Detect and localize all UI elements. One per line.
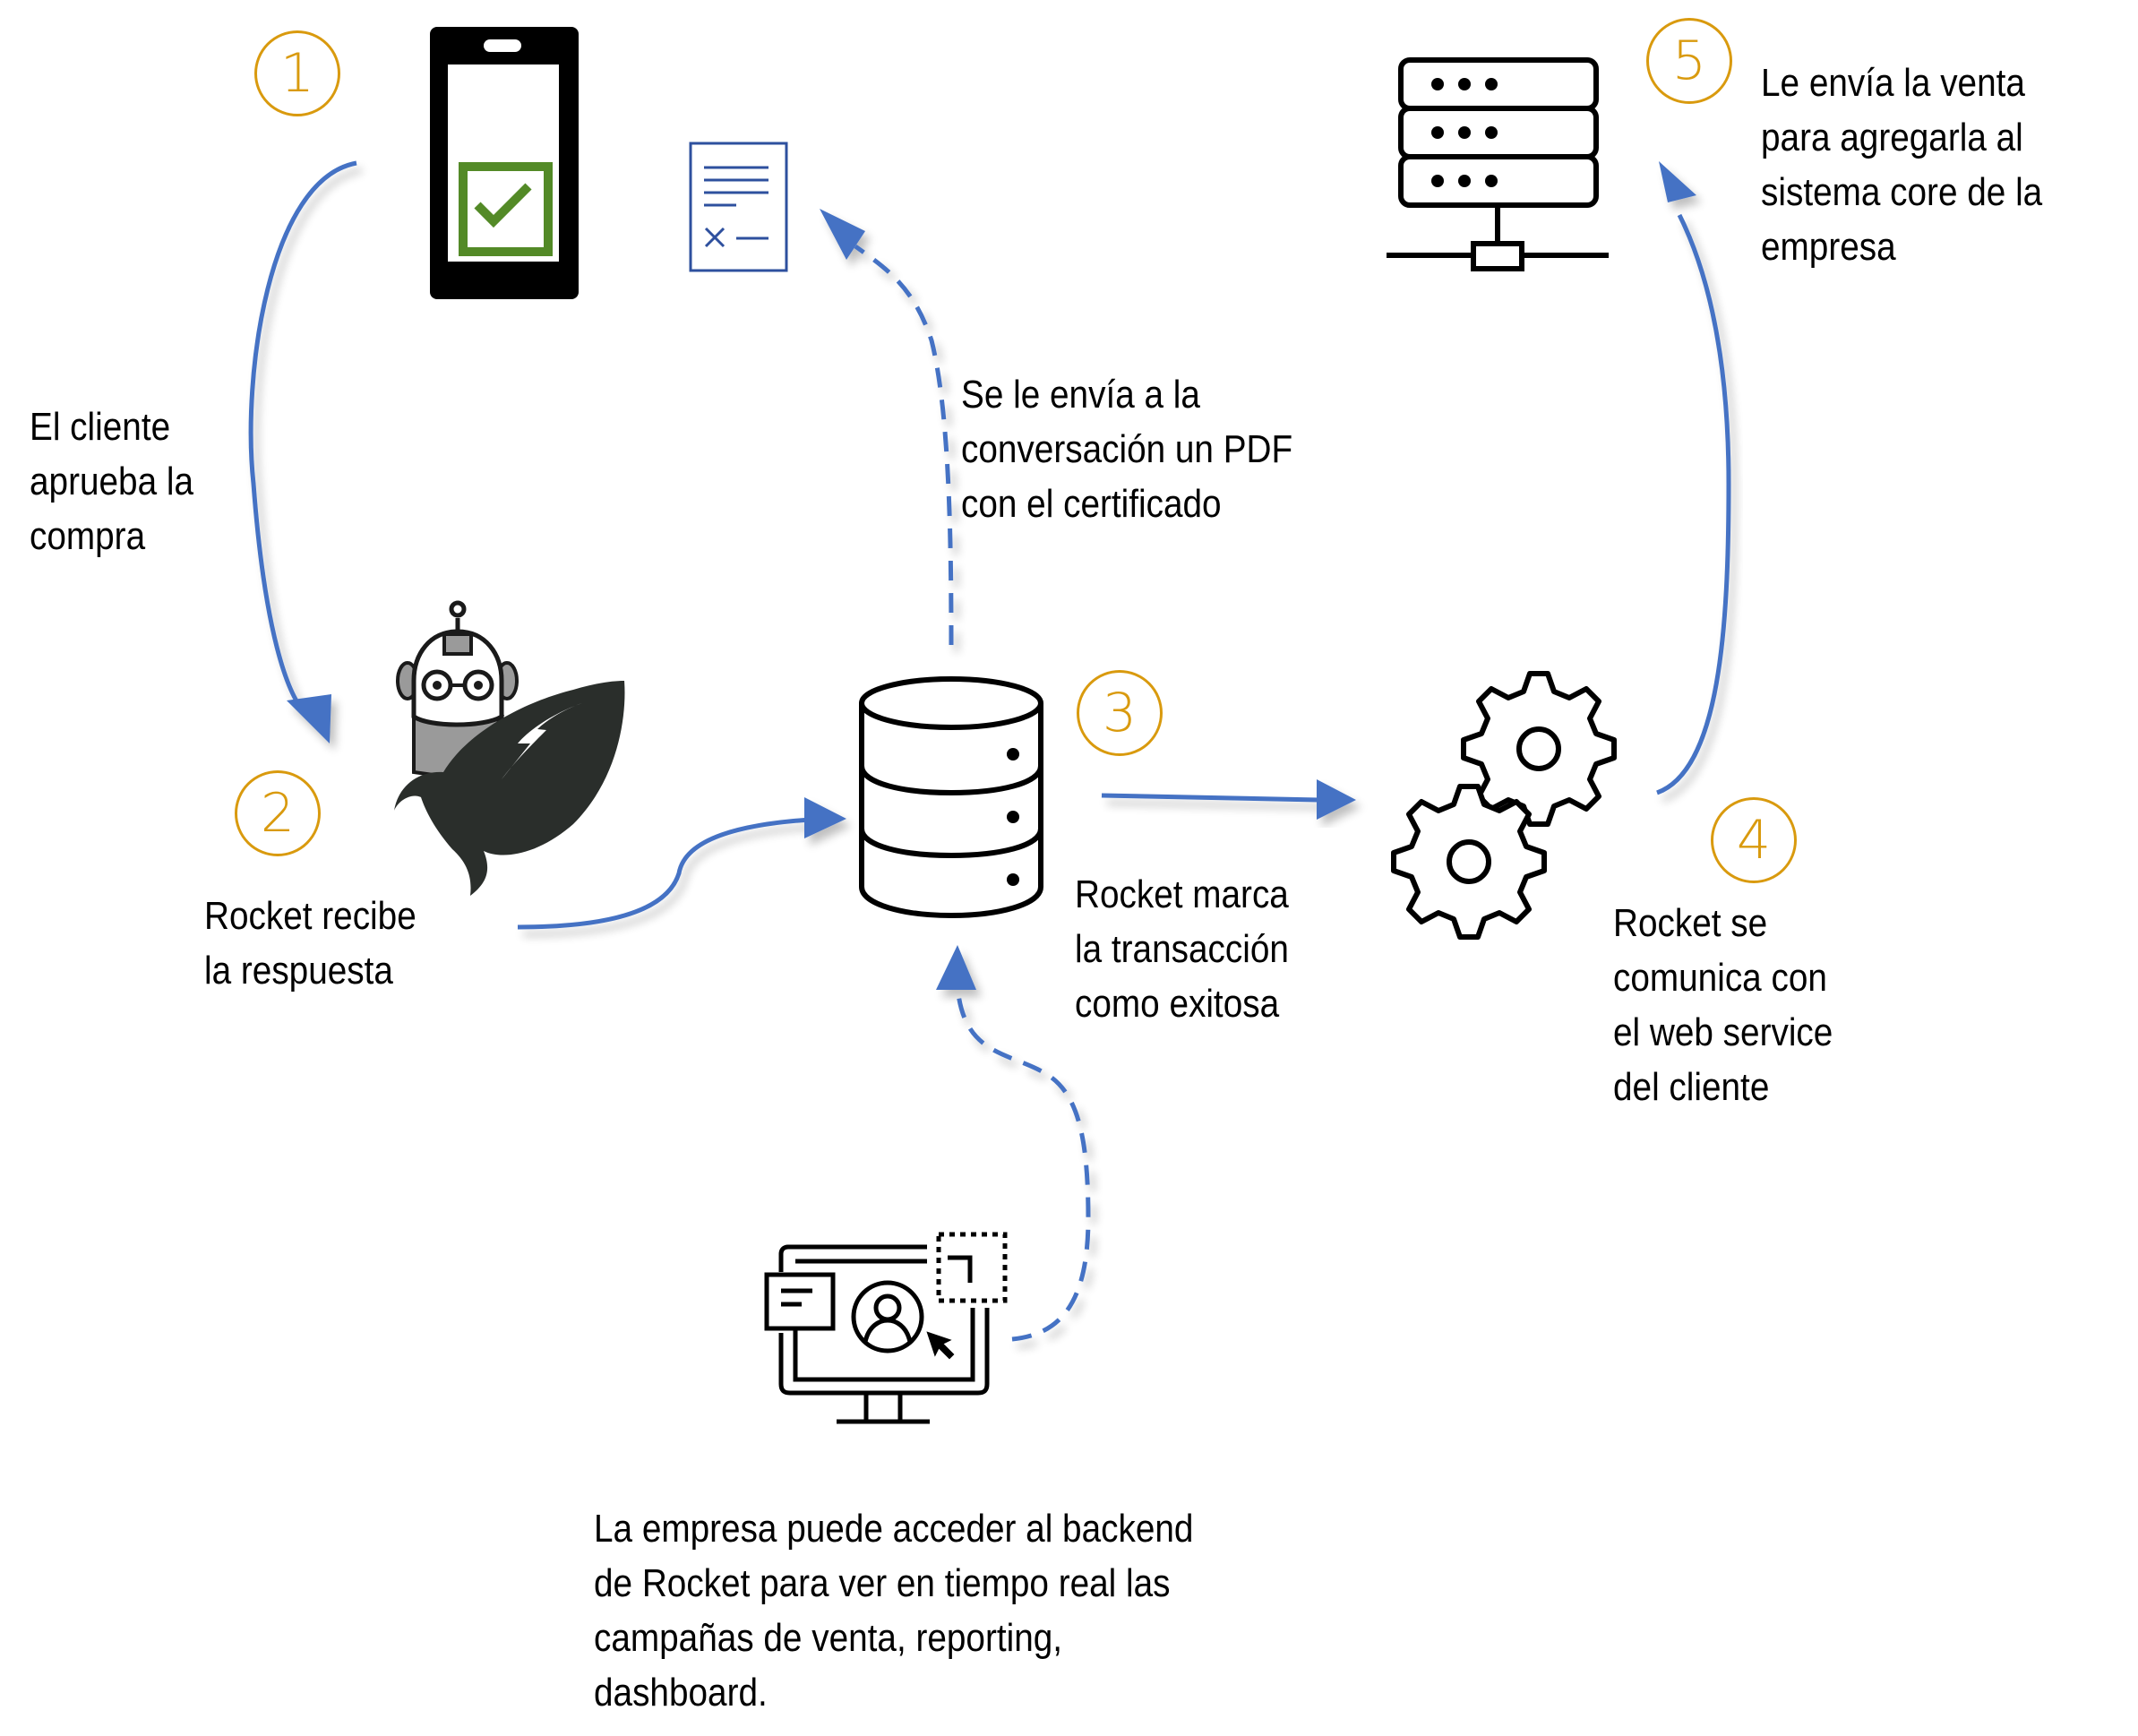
pdf-note-label: Se le envía a la conversación un PDF con… bbox=[961, 367, 1292, 531]
label-line: la respuesta bbox=[204, 949, 393, 993]
label-line: comunica con bbox=[1613, 956, 1827, 1000]
step-number-3: 3 bbox=[1077, 670, 1163, 756]
arrow-gears-to-server bbox=[1656, 161, 1731, 795]
label-line: compra bbox=[30, 514, 146, 558]
step-1-label: El cliente aprueba la compra bbox=[30, 400, 193, 563]
label-line: la transacción bbox=[1075, 927, 1289, 971]
label-line: dashboard. bbox=[594, 1671, 768, 1715]
gears-icon bbox=[1391, 671, 1617, 940]
label-line: Rocket marca bbox=[1075, 872, 1289, 916]
label-line: para agregarla al bbox=[1761, 116, 2023, 159]
step-number-5-text: 5 bbox=[1671, 30, 1707, 92]
step-number-2-text: 2 bbox=[260, 782, 296, 845]
step-number-1-text: 1 bbox=[279, 42, 315, 105]
step-4-label: Rocket se comunica con el web service de… bbox=[1613, 896, 1833, 1114]
step-number-2: 2 bbox=[235, 770, 321, 856]
label-line: sistema core de la bbox=[1761, 170, 2043, 214]
arrow-robot-to-database bbox=[517, 797, 846, 930]
document-contract-icon bbox=[689, 142, 788, 272]
label-line: campañas de venta, reporting, bbox=[594, 1616, 1063, 1660]
arrow-database-to-document bbox=[820, 209, 954, 646]
label-line: el web service bbox=[1613, 1010, 1833, 1054]
robot-rocket-icon bbox=[394, 600, 625, 896]
label-line: Le envía la venta bbox=[1761, 61, 2025, 105]
label-line: aprueba la bbox=[30, 460, 193, 503]
label-line: Rocket se bbox=[1613, 901, 1768, 945]
label-line: conversación un PDF bbox=[961, 427, 1293, 471]
monitor-dashboard-icon bbox=[764, 1232, 1008, 1424]
step-number-3-text: 3 bbox=[1102, 682, 1138, 744]
label-line: de Rocket para ver en tiempo real las bbox=[594, 1561, 1171, 1605]
label-line: Rocket recibe bbox=[204, 894, 416, 938]
label-line: El cliente bbox=[30, 405, 171, 449]
arrow-dashboard-to-database bbox=[936, 945, 1091, 1342]
step-number-4-text: 4 bbox=[1736, 809, 1772, 872]
label-line: como exitosa bbox=[1075, 982, 1280, 1026]
smartphone-check-icon bbox=[430, 27, 579, 299]
step-number-5: 5 bbox=[1646, 18, 1732, 104]
label-line: La empresa puede acceder al backend bbox=[594, 1507, 1194, 1551]
database-icon bbox=[859, 676, 1043, 919]
arrow-database-to-gears bbox=[1101, 779, 1356, 820]
step-number-1: 1 bbox=[254, 30, 340, 116]
label-line: con el certificado bbox=[961, 482, 1222, 526]
arrow-phone-to-robot bbox=[248, 160, 357, 743]
step-5-label: Le envía la venta para agregarla al sist… bbox=[1761, 56, 2042, 274]
label-line: del cliente bbox=[1613, 1065, 1770, 1109]
step-3-label: Rocket marca la transacción como exitosa bbox=[1075, 867, 1289, 1031]
step-number-4: 4 bbox=[1711, 797, 1797, 883]
backend-note-label: La empresa puede acceder al backend de R… bbox=[594, 1501, 1193, 1720]
step-2-label: Rocket recibe la respuesta bbox=[204, 889, 416, 998]
label-line: Se le envía a la bbox=[961, 373, 1200, 417]
label-line: empresa bbox=[1761, 225, 1896, 269]
server-network-icon bbox=[1387, 57, 1609, 271]
